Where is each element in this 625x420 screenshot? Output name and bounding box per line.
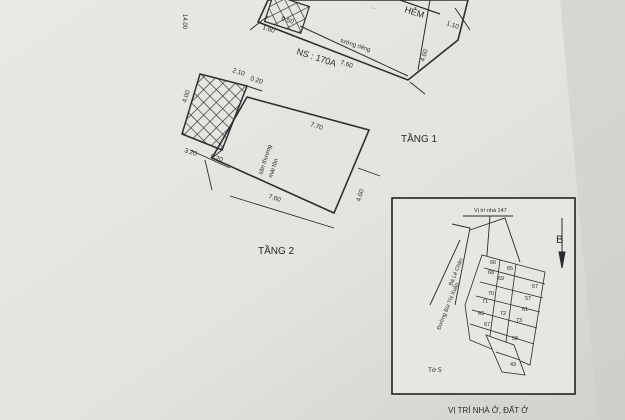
lot-number: 43 (510, 362, 516, 368)
small-note-top: 14.00 (181, 14, 187, 30)
dim-lower-c: 3.20 (183, 147, 198, 158)
dim-side-top: 4.00 (419, 48, 430, 63)
lot-number: 68 (488, 270, 494, 276)
lot-number: 70 (488, 291, 494, 297)
dim-lower-top: 7.70 (309, 121, 324, 132)
north-label: B (556, 234, 563, 246)
floor-label-1: TẦNG 1 (401, 132, 438, 145)
street-edge (469, 217, 521, 263)
second-floor-plan (181, 73, 381, 229)
dim-lower-a: 2.10 (231, 67, 246, 78)
street-edge (451, 223, 471, 306)
dim-length-top: 7.60 (339, 59, 354, 70)
dim-lower-d: 0.20 (209, 153, 224, 164)
street-edge (429, 239, 461, 306)
map-caption: VỊ TRÍ NHÀ Ở, ĐẤT Ở (448, 405, 528, 415)
location-map: 68 69 66 65 70 71 57 57 61 63 72 73 67 5… (391, 197, 576, 395)
lot-number: 71 (482, 299, 488, 305)
lot-number: 66 (490, 260, 496, 266)
hatched-stair-top (263, 0, 311, 34)
dim-lower-right: 4.00 (355, 188, 366, 203)
lot-number: 65 (507, 266, 513, 272)
paper-fold-shadow (560, 0, 625, 420)
sheet-label: Tờ 5 (428, 367, 442, 374)
dim-top-a: 0.50 (280, 15, 295, 26)
lot-number: 72 (500, 311, 506, 317)
label-hem-top: .. (371, 4, 376, 11)
floor-label-2: TẦNG 2 (258, 244, 295, 257)
dim-lower-b: 0.20 (249, 75, 264, 86)
room-note-2: mái tôn (268, 158, 280, 179)
dim-top-b: 1.60 (261, 24, 276, 35)
lot-number: 57 (532, 284, 538, 290)
north-arrow-icon (558, 218, 566, 269)
lot-number: 73 (516, 318, 522, 324)
plan-outline-top (256, 0, 469, 81)
lot-number: 58 (512, 336, 518, 342)
dim-lower-bottom: 7.60 (267, 193, 282, 204)
top-floor-plan (249, 0, 471, 95)
lot-number: 57 (525, 296, 531, 302)
lot-number: 67 (484, 322, 490, 328)
house-location-note: Vị trí nhà 147 (474, 208, 507, 214)
lot-number: 69 (498, 276, 504, 282)
lot-number: 61 (522, 307, 528, 313)
lot-block (464, 254, 546, 376)
dim-right-top: 1.10 (445, 20, 460, 31)
lot-number: 63 (478, 311, 484, 317)
room-outline (210, 96, 371, 215)
dim-lower-left: 4.00 (181, 89, 192, 104)
